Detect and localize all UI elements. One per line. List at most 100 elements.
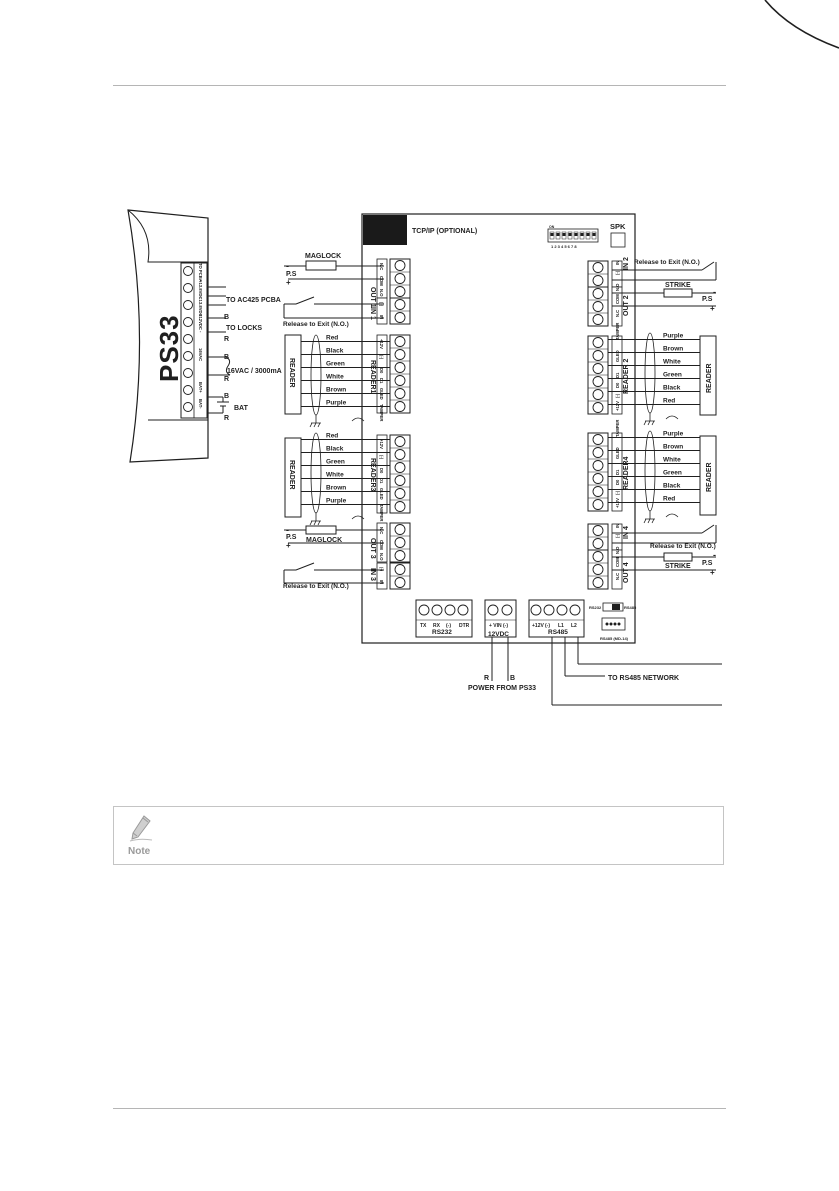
cable-shield bbox=[644, 332, 656, 414]
dip-switch bbox=[547, 228, 599, 243]
ps2-label: P.S bbox=[702, 296, 713, 303]
cable-shield bbox=[310, 432, 322, 514]
svg-text:READER: READER bbox=[288, 460, 295, 490]
screw-terminal bbox=[394, 401, 406, 412]
screw-terminal bbox=[394, 375, 406, 386]
ps-plus-2: + bbox=[710, 304, 715, 313]
terminal-pin-label: D1 bbox=[615, 372, 620, 378]
ps33-terminal-label: - bbox=[198, 331, 203, 333]
svg-text:RS485: RS485 bbox=[624, 605, 637, 610]
screw-terminal bbox=[394, 501, 406, 512]
page-corner-mark bbox=[764, 0, 839, 49]
wire-color-label: Purple bbox=[326, 498, 347, 505]
out1-wiring bbox=[283, 260, 384, 319]
ps33-b2: B bbox=[224, 354, 229, 361]
terminal-pin-label: (-) bbox=[615, 393, 620, 398]
terminal-pin-label: TAMPER bbox=[615, 323, 620, 340]
wire-color-label: White bbox=[326, 374, 344, 381]
screw-terminal bbox=[431, 604, 443, 616]
ps33-r1: R bbox=[224, 336, 229, 343]
terminal-pin-label: D0 bbox=[379, 468, 384, 474]
screw-terminal bbox=[394, 577, 406, 588]
ps3-label: P.S bbox=[286, 534, 297, 541]
wire-color-label: Brown bbox=[663, 444, 683, 451]
wire-color-label: Brown bbox=[663, 346, 683, 353]
reader3-label: READER3 bbox=[369, 458, 376, 492]
screw-terminal bbox=[444, 604, 456, 616]
shield-drain bbox=[351, 417, 365, 422]
screw-terminal bbox=[394, 462, 406, 473]
screw-terminal bbox=[394, 524, 406, 535]
screw-terminal bbox=[418, 604, 430, 616]
terminal-pin-label: (-) bbox=[379, 455, 384, 460]
ps33-screw-terminal bbox=[183, 317, 193, 327]
dip-on-label: ON bbox=[549, 225, 555, 229]
terminal-pin-label: TAMPER bbox=[615, 420, 620, 437]
in2-label: IN 2 bbox=[623, 257, 630, 270]
terminal-pin-label: TAMPER bbox=[379, 404, 384, 421]
ps1-label: P.S bbox=[286, 271, 297, 278]
terminal-pin-label: N.C bbox=[379, 263, 384, 270]
ps33-screw-terminal bbox=[183, 266, 193, 276]
ps33-terminal-label: - 13.8VDC bbox=[198, 297, 203, 317]
tcpip-module bbox=[363, 215, 407, 245]
spk-label: SPK bbox=[610, 222, 626, 231]
out3-wiring bbox=[283, 525, 384, 584]
svg-text:READER: READER bbox=[706, 462, 713, 492]
screw-terminal bbox=[592, 460, 604, 471]
ps33-to-locks: TO LOCKS bbox=[226, 325, 262, 332]
terminal-pin-label: GLED bbox=[615, 350, 620, 362]
release1-label: Release to Exit (N.O.) bbox=[283, 321, 349, 328]
ps-plus-4: + bbox=[710, 568, 715, 577]
terminal-pin-label: IN bbox=[379, 315, 384, 319]
ps33-screw-terminal bbox=[183, 385, 193, 395]
terminal-pin-label: IN bbox=[379, 580, 384, 584]
note-box: Note bbox=[113, 806, 724, 865]
ps33-screw-terminal bbox=[183, 300, 193, 310]
ps33-r3: R bbox=[224, 415, 229, 422]
screw-terminal bbox=[592, 350, 604, 361]
ground-symbol bbox=[643, 413, 655, 426]
svg-text:READER: READER bbox=[706, 363, 713, 393]
screw-terminal bbox=[556, 604, 568, 616]
ps33-bat: BAT bbox=[234, 405, 249, 412]
cable-shield bbox=[644, 430, 656, 512]
ps33-wiring bbox=[207, 286, 231, 414]
screw-terminal bbox=[592, 262, 604, 273]
power-r: R bbox=[484, 675, 489, 682]
ps-plus-3: + bbox=[286, 541, 291, 550]
screw-terminal bbox=[592, 275, 604, 286]
terminal-pin-label: IN bbox=[615, 261, 620, 265]
header-rule bbox=[113, 85, 726, 86]
screw-terminal bbox=[487, 604, 499, 616]
screw-terminal bbox=[569, 604, 581, 616]
footer-rule bbox=[113, 1108, 726, 1109]
svg-text:READER: READER bbox=[288, 358, 295, 388]
ps4-label: P.S bbox=[702, 560, 713, 567]
screw-terminal bbox=[394, 336, 406, 347]
terminal-pin-label: (-) bbox=[615, 490, 620, 495]
spk-box bbox=[610, 232, 626, 248]
terminal-pin-label: N.O bbox=[379, 289, 384, 297]
reader2-device: READER bbox=[699, 335, 717, 416]
ps33-terminal-label: TO PCBA bbox=[198, 263, 203, 282]
terminal-pin-label: COM bbox=[615, 294, 620, 304]
svg-text:RS232: RS232 bbox=[432, 629, 452, 636]
wire-color-label: Brown bbox=[326, 387, 346, 394]
wire-color-label: Black bbox=[663, 385, 681, 392]
shield-drain bbox=[665, 513, 679, 518]
ps33-b1: B bbox=[224, 314, 229, 321]
svg-text:RS485 (MD-14): RS485 (MD-14) bbox=[600, 636, 629, 641]
ps33-terminal-label: BAT+ bbox=[198, 382, 203, 393]
wire-color-label: White bbox=[663, 359, 681, 366]
out1-label: OUT 1 bbox=[369, 287, 376, 308]
connector-pin-label: (-) bbox=[446, 623, 451, 629]
screw-terminal bbox=[394, 475, 406, 486]
terminal-pin-label: D1 bbox=[615, 469, 620, 475]
terminal-pin-label: COM bbox=[379, 276, 384, 286]
release2-label: Release to Exit (N.O.) bbox=[634, 259, 700, 266]
screw-terminal bbox=[394, 312, 406, 323]
connector-pin-label: RX bbox=[433, 623, 441, 629]
wire-color-label: Green bbox=[663, 372, 682, 379]
terminal-pin-label: D0 bbox=[615, 382, 620, 388]
